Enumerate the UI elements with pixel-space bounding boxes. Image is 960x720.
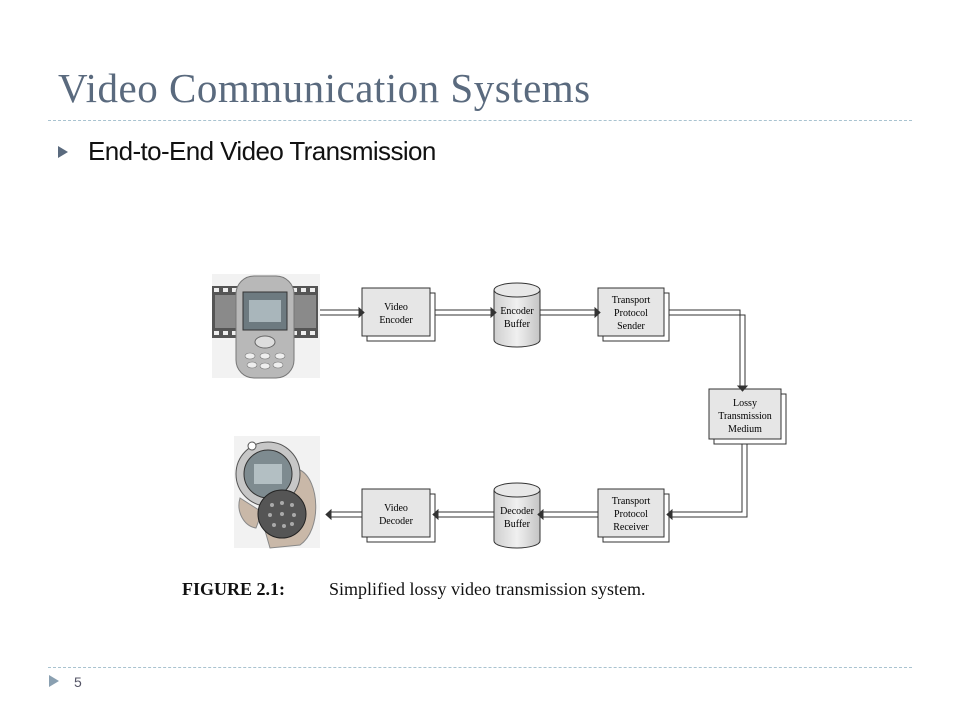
transport-receiver-label-3: Receiver <box>613 522 649 533</box>
slide-title: Video Communication Systems <box>58 65 591 111</box>
encoder-buffer-label-2: Buffer <box>504 319 531 330</box>
video-decoder-label-2: Decoder <box>379 516 414 527</box>
decoder-buffer-label-1: Decoder <box>500 506 535 517</box>
page-number: 5 <box>74 674 82 690</box>
handheld-round-device-icon <box>234 436 320 549</box>
transmission-diagram: Video Encoder Encoder Buffer Transport P… <box>182 274 787 599</box>
transport-receiver-label-1: Transport <box>612 496 651 507</box>
transport-sender-label-1: Transport <box>612 295 651 306</box>
footer-divider <box>48 667 912 668</box>
video-encoder-label-1: Video <box>384 302 408 313</box>
footer-arrow-icon <box>49 675 59 687</box>
video-decoder-block: Video Decoder <box>361 488 436 543</box>
transport-receiver-label-2: Protocol <box>614 509 648 520</box>
video-encoder-label-2: Encoder <box>379 315 413 326</box>
transport-sender-label-2: Protocol <box>614 308 648 319</box>
figure-caption-text: Simplified lossy video transmission syst… <box>329 579 646 599</box>
lossy-medium-label-2: Transmission <box>718 411 772 422</box>
transport-sender-block: Transport Protocol Sender <box>597 287 670 342</box>
decoder-buffer-label-2: Buffer <box>504 519 531 530</box>
bullet-arrow-icon <box>58 146 68 158</box>
video-encoder-block: Video Encoder <box>361 287 436 342</box>
bullet-text: End-to-End Video Transmission <box>88 136 436 166</box>
transport-sender-label-3: Sender <box>617 321 645 332</box>
encoder-buffer-cylinder: Encoder Buffer <box>493 282 541 348</box>
mobile-phone-with-filmstrip-icon <box>212 274 320 379</box>
figure-caption-label: FIGURE 2.1: <box>182 579 285 599</box>
lossy-medium-label-3: Medium <box>728 424 762 435</box>
lossy-medium-label-1: Lossy <box>733 398 757 409</box>
decoder-buffer-cylinder: Decoder Buffer <box>493 482 541 549</box>
title-divider <box>48 120 912 121</box>
video-decoder-label-1: Video <box>384 503 408 514</box>
encoder-buffer-label-1: Encoder <box>500 306 534 317</box>
lossy-medium-block: Lossy Transmission Medium <box>708 388 787 445</box>
transport-receiver-block: Transport Protocol Receiver <box>597 488 670 543</box>
